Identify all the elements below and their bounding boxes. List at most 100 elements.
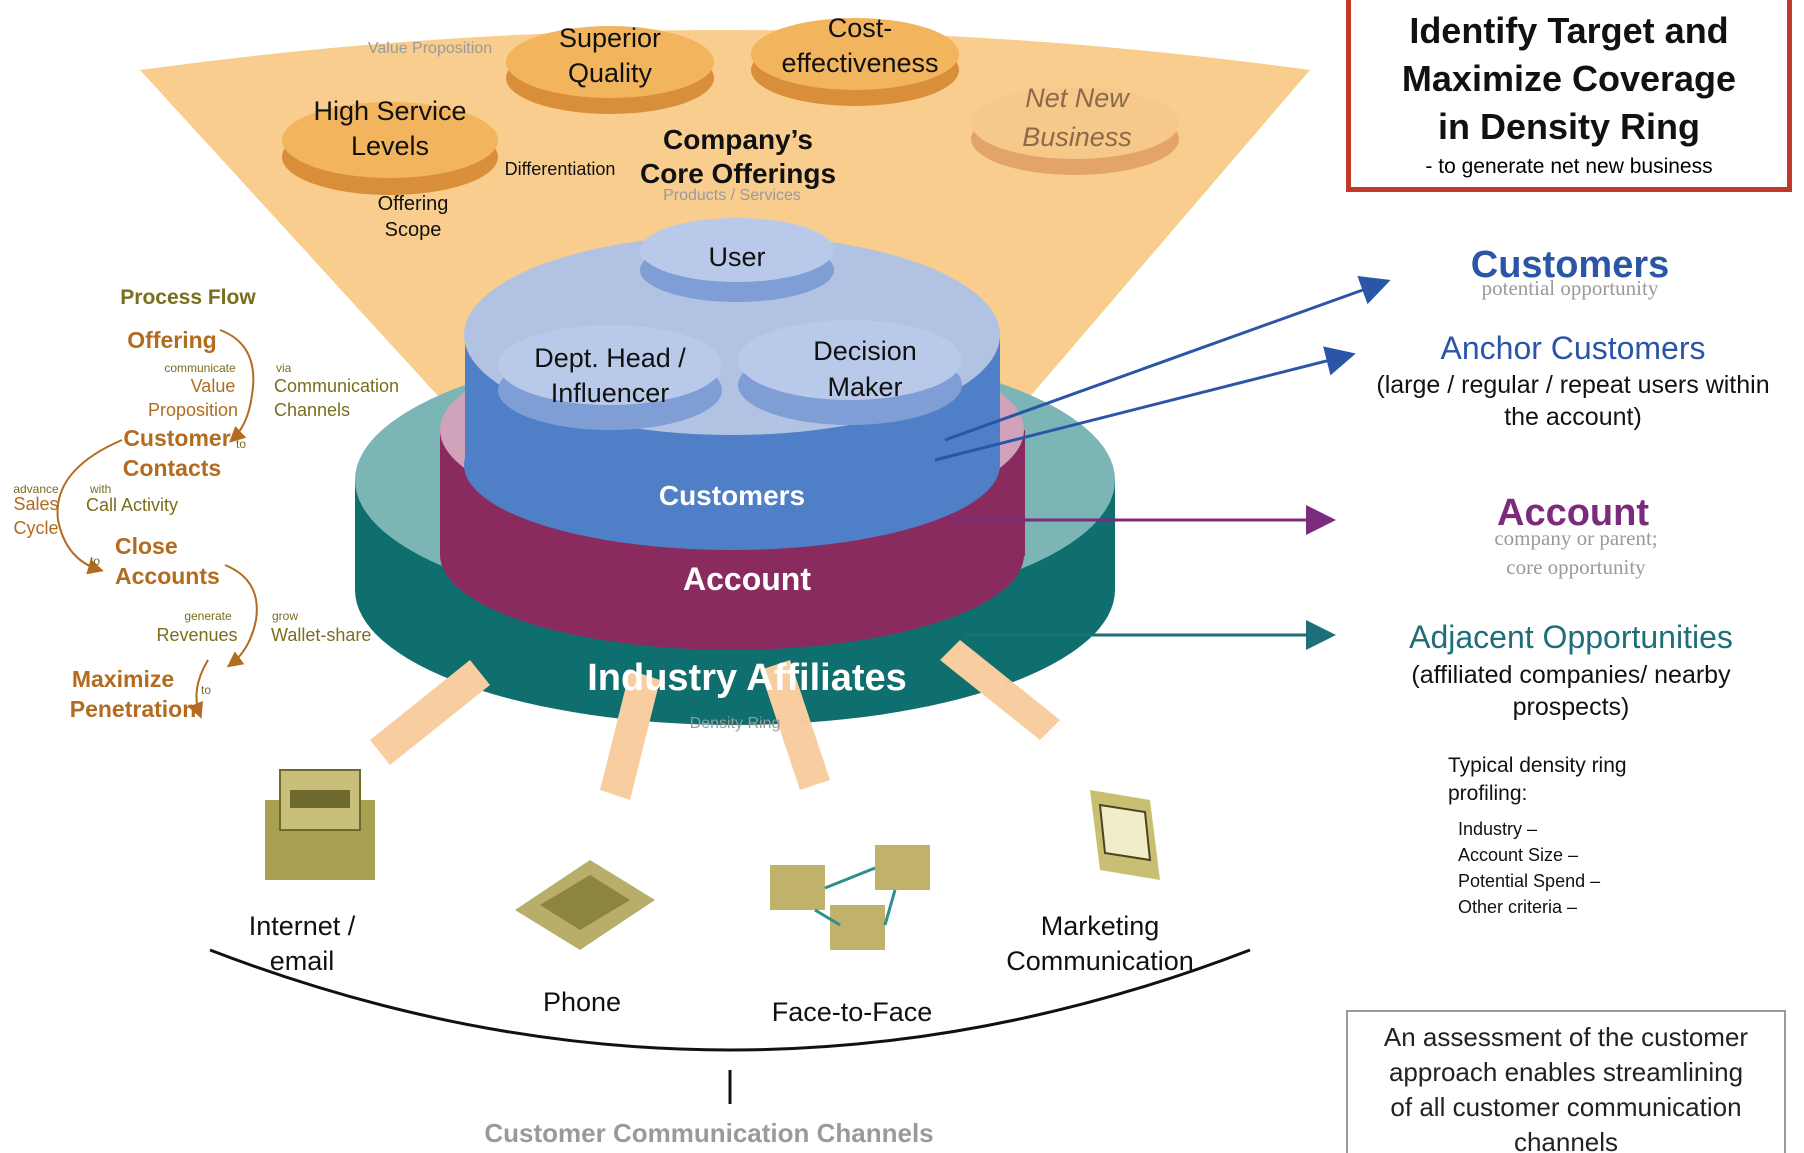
profiling-item: Potential Spend – (1458, 871, 1601, 891)
note-line-1: An assessment of the customer (1383, 1022, 1749, 1052)
pf-channels-1: Communication (274, 376, 399, 396)
pf-to-2: to (90, 554, 100, 568)
pf-generate: generate (184, 609, 232, 623)
legend-customers-sub: potential opportunity (1482, 276, 1659, 300)
face-to-face-label: Face-to-Face (772, 997, 933, 1027)
pf-sales-2: Cycle (13, 518, 58, 538)
title-line-3: in Density Ring (1437, 106, 1701, 147)
cost-effectiveness-label-2: effectiveness (781, 48, 938, 78)
pf-maximize-2: Penetration (70, 696, 197, 722)
customers-ring-label: Customers (659, 480, 805, 511)
density-ring-label: Density Ring (690, 715, 781, 732)
pf-call-activity: Call Activity (86, 495, 178, 515)
legend-account-sub-1: company or parent; (1494, 526, 1657, 550)
arrow-customers (944, 275, 1391, 442)
core-offerings-label-1: Company’s (663, 124, 813, 155)
profiling-head-2: profiling: (1448, 782, 1528, 805)
pf-channels-2: Channels (274, 400, 350, 420)
core-offerings-label-2: Core Offerings (640, 158, 836, 189)
phone-label: Phone (543, 987, 621, 1017)
pf-contacts-2: Contacts (123, 455, 221, 481)
superior-quality-label-1: Superior (559, 23, 661, 53)
disc-net-new-business (971, 87, 1179, 175)
decision-maker-label-2: Maker (827, 372, 902, 402)
profiling-list: Typical density ring profiling: Industry… (1448, 752, 1648, 920)
dept-head-label-1: Dept. Head / (534, 343, 686, 373)
marketing-icon (1090, 790, 1160, 880)
legend-account-sub-2: core opportunity (1506, 555, 1646, 579)
pf-maximize-1: Maximize (72, 666, 174, 692)
channels-arc (209, 948, 1251, 1052)
legend-account-title: Account (1497, 492, 1649, 534)
disc-dept-head (498, 325, 722, 430)
pf-contacts-1: Customer (123, 425, 230, 451)
channel-arrows (370, 640, 1060, 800)
title-subtitle: - to generate net new business (1425, 155, 1713, 178)
process-flow-arrows (56, 329, 258, 719)
pf-to-3: to (201, 683, 211, 697)
net-new-label-2: Business (1022, 122, 1132, 152)
marketing-label-1: Marketing (1041, 911, 1160, 941)
legend-adjacent-title: Adjacent Opportunities (1409, 619, 1733, 655)
marketing-label-2: Communication (1006, 946, 1194, 976)
legend-anchor-title: Anchor Customers (1441, 330, 1706, 366)
pf-close-2: Accounts (115, 563, 220, 589)
legend-anchor-line-1: (large / regular / repeat users within (1376, 371, 1769, 399)
pf-wallet: Wallet-share (271, 625, 371, 645)
note-line-2: approach enables streamlining (1388, 1057, 1744, 1087)
high-service-label-1: High Service (313, 96, 466, 126)
disc-superior-quality (506, 26, 714, 114)
title-line-1: Identify Target and (1409, 10, 1729, 51)
pf-via: via (276, 361, 292, 375)
pf-sales-1: Sales (13, 494, 58, 514)
pf-to-1: to (236, 437, 246, 451)
internet-icon (265, 769, 375, 880)
process-flow-title: Process Flow (120, 286, 256, 309)
phone-icon (515, 860, 655, 950)
dept-head-label-2: Influencer (551, 378, 670, 408)
cost-effectiveness-label-1: Cost- (828, 13, 893, 43)
profiling-item: Other criteria – (1458, 897, 1578, 917)
arrow-anchor (934, 346, 1356, 462)
pf-revenues: Revenues (156, 625, 237, 645)
assessment-note: An assessment of the customer approach e… (1346, 1010, 1786, 1153)
legend-anchor-line-2: the account) (1504, 403, 1642, 431)
disc-decision-maker (738, 320, 962, 425)
title-line-2: Maximize Coverage (1401, 58, 1737, 99)
products-services-label: Products / Services (663, 187, 801, 204)
profiling-head-1: Typical density ring (1448, 754, 1627, 777)
high-service-label-2: Levels (351, 131, 429, 161)
note-line-4: channels (1513, 1127, 1619, 1153)
note-line-3: of all customer communication (1390, 1092, 1742, 1122)
pf-value-1: Value (191, 376, 236, 396)
internet-label-1: Internet / (249, 911, 356, 941)
value-proposition-label: Value Proposition (368, 40, 492, 57)
title-box: Identify Target and Maximize Coverage in… (1346, 0, 1792, 192)
disc-cost-effectiveness (751, 18, 959, 106)
net-new-label-1: Net New (1025, 83, 1130, 113)
profiling-item: Industry – (1458, 819, 1538, 839)
superior-quality-label-2: Quality (568, 58, 653, 88)
pf-communicate: communicate (164, 361, 236, 375)
pf-advance: advance (13, 482, 59, 496)
account-ring-label: Account (683, 561, 811, 597)
pf-with: with (89, 482, 111, 496)
decision-maker-label-1: Decision (813, 336, 917, 366)
user-label: User (708, 242, 765, 272)
offering-scope-label-1: Offering (378, 193, 449, 215)
pf-grow: grow (272, 609, 298, 623)
differentiation-label: Differentiation (505, 159, 616, 179)
face-to-face-icon (770, 845, 930, 950)
pf-offering: Offering (127, 327, 216, 353)
disc-user (640, 218, 834, 302)
internet-label-2: email (270, 946, 335, 976)
disc-high-service (282, 102, 498, 195)
legend-adjacent-line-1: (affiliated companies/ nearby (1411, 661, 1731, 689)
pf-close-1: Close (115, 533, 178, 559)
offering-scope-label-2: Scope (385, 219, 442, 241)
legend-adjacent-line-2: prospects) (1513, 693, 1630, 721)
legend-customers-title: Customers (1471, 244, 1670, 286)
channels-footer-label: Customer Communication Channels (484, 1118, 933, 1148)
